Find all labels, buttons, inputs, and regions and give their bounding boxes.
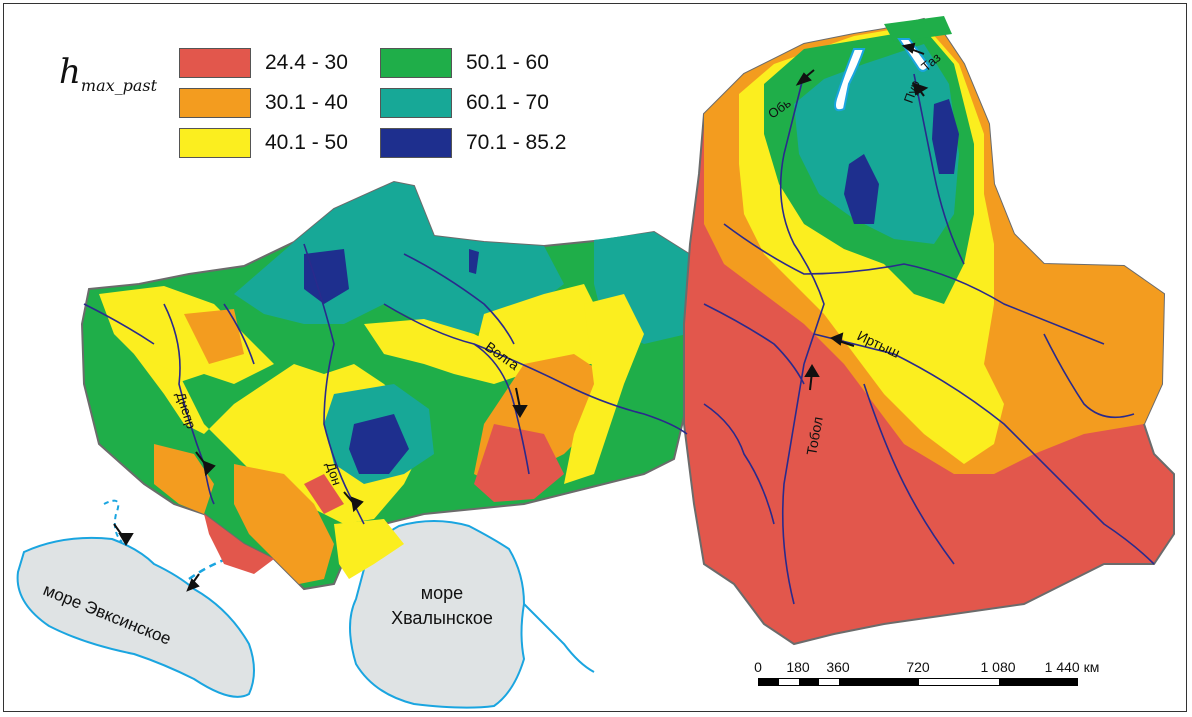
legend-title: hmax_past [59, 52, 157, 95]
legend-swatch-4 [380, 48, 452, 78]
sea-khvalyn [349, 520, 526, 709]
west-region [80, 180, 691, 591]
legend-label-2: 30.1 - 40 [265, 91, 348, 114]
scale-tick-1080: 1 080 [980, 659, 1016, 675]
strait-dashed-north [103, 499, 123, 543]
scale-bar: 0 180 360 720 1 080 1 440 км [752, 659, 1099, 689]
legend-swatch-3 [179, 128, 251, 158]
legend-swatch-2 [179, 88, 251, 118]
scale-tick-1440: 1 440 км [1044, 659, 1100, 675]
scale-tick-180: 180 [786, 659, 810, 675]
map-canvas: Днепр Дон Волга Обь Пур Таз Иртыш Тобол … [16, 16, 1175, 709]
river-coast-east [523, 603, 595, 673]
rivers [83, 73, 1155, 605]
legend-item-5: 60.1 - 70 [380, 88, 549, 118]
legend-label-1: 24.4 - 30 [265, 51, 348, 74]
label-tobol: Тобол [803, 415, 826, 456]
legend-title-sub: max_past [80, 76, 158, 95]
legend-label-5: 60.1 - 70 [466, 91, 549, 114]
legend-item-1: 24.4 - 30 [179, 48, 348, 78]
legend-swatch-5 [380, 88, 452, 118]
label-don: Дон [323, 460, 344, 487]
legend-item-3: 40.1 - 50 [179, 128, 348, 158]
scale-tick-360: 360 [826, 659, 850, 675]
legend-swatch-6 [380, 128, 452, 158]
flow-arrows [113, 42, 929, 592]
legend-swatch-1 [179, 48, 251, 78]
ob-bay [834, 48, 866, 112]
legend-title-main: h [59, 52, 81, 92]
sea-euxine [16, 536, 255, 698]
legend-label-4: 50.1 - 60 [466, 51, 549, 74]
east-region [683, 16, 1175, 646]
legend-item-2: 30.1 - 40 [179, 88, 348, 118]
label-pur: Пур [901, 78, 923, 105]
legend-label-3: 40.1 - 50 [265, 131, 348, 154]
legend-label-6: 70.1 - 85.2 [466, 131, 567, 154]
label-sea-khvalyn-2: Хвалынское [391, 608, 493, 628]
map-frame: Днепр Дон Волга Обь Пур Таз Иртыш Тобол … [3, 3, 1187, 712]
legend: hmax_past 24.4 - 30 30.1 - 40 40.1 - 50 … [4, 4, 604, 174]
scale-bar-graphic [758, 678, 1078, 686]
legend-item-4: 50.1 - 60 [380, 48, 549, 78]
scale-tick-0: 0 [754, 659, 762, 675]
scale-tick-720: 720 [906, 659, 930, 675]
legend-item-6: 70.1 - 85.2 [380, 128, 566, 158]
label-sea-khvalyn-1: море [421, 583, 463, 603]
